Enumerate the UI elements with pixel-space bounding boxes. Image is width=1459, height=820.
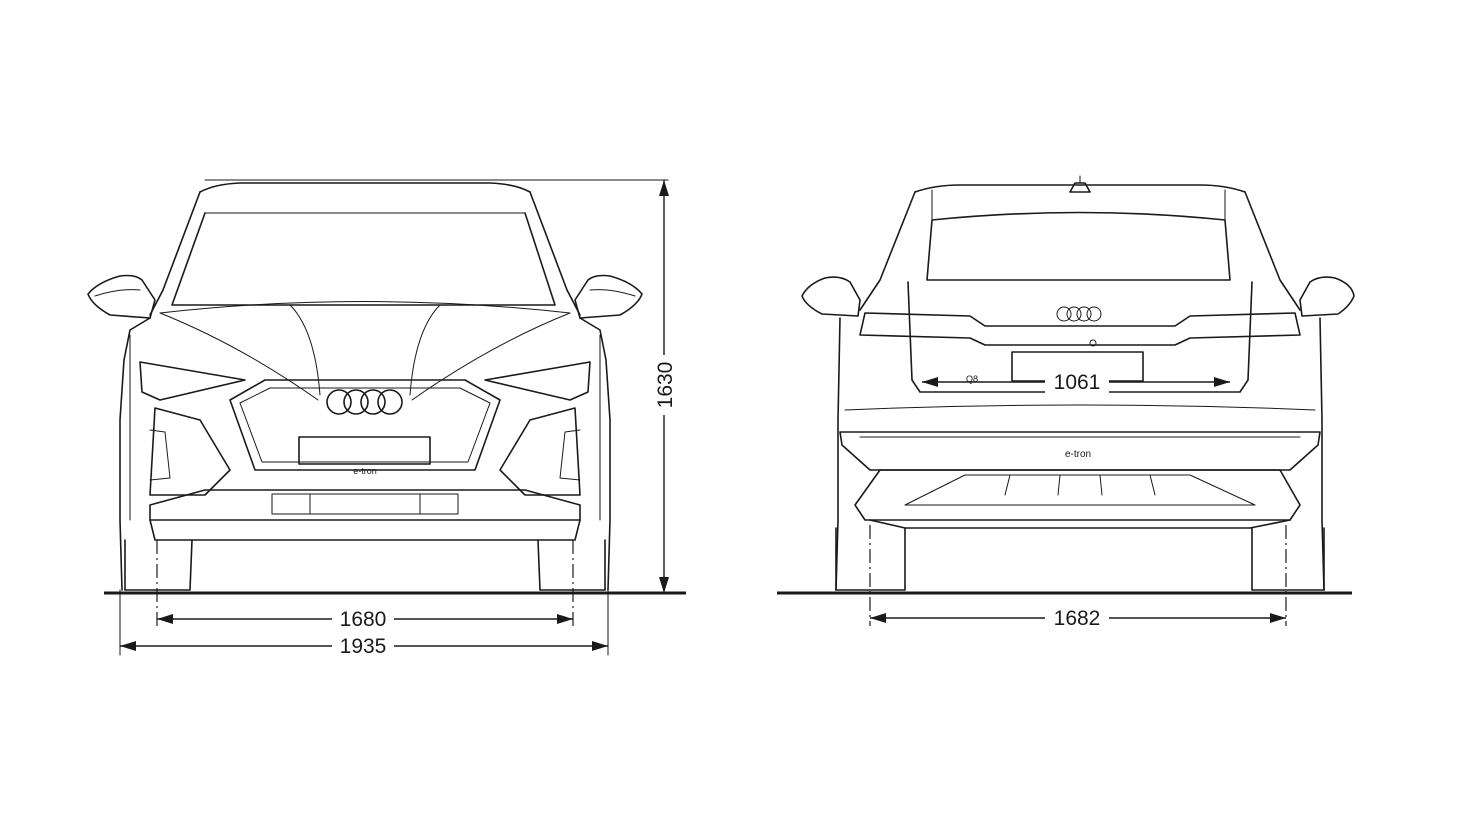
rear-model-badge: Q8	[966, 374, 978, 384]
rear-bumper	[839, 431, 1321, 471]
front-track-label: 1680	[340, 608, 387, 631]
front-roof-outline	[199, 182, 531, 193]
rear-camera-icon	[1089, 339, 1097, 347]
front-right-air-intake	[499, 407, 581, 496]
front-right-headlight	[484, 361, 591, 401]
front-hood	[159, 301, 571, 314]
front-view: e-tron 1630 1680	[87, 179, 686, 658]
front-body-right-side	[579, 317, 611, 591]
rear-etron-badge: e-tron	[1065, 449, 1091, 460]
rear-left-tire	[835, 527, 906, 591]
overall-width-label: 1935	[340, 635, 387, 658]
rear-audi-rings-logo	[1056, 306, 1102, 322]
front-grille	[229, 379, 501, 471]
front-audi-rings-logo	[326, 389, 403, 415]
rear-right-tire	[1251, 527, 1325, 591]
rear-light-bar	[859, 312, 1301, 346]
rear-body-left-side	[835, 317, 841, 591]
rear-track-label: 1682	[1054, 607, 1101, 630]
front-etron-badge: e-tron	[353, 466, 377, 476]
front-body-left-side	[119, 317, 151, 591]
overall-height-label: 1630	[654, 362, 677, 409]
front-right-tire	[537, 539, 606, 591]
front-license-plate	[298, 436, 431, 465]
front-left-tire	[124, 539, 193, 591]
rear-left-mirror	[801, 276, 861, 317]
rear-view: Q8 e-tron 1061 1682	[777, 175, 1355, 630]
front-windshield	[171, 212, 556, 306]
front-left-air-intake	[149, 407, 231, 496]
front-left-headlight	[139, 361, 246, 401]
rear-window	[926, 211, 1231, 281]
rear-roof-antenna	[1069, 182, 1091, 193]
front-left-mirror	[87, 274, 156, 319]
rear-body-right-side	[1319, 317, 1325, 591]
rear-right-mirror	[1299, 276, 1355, 317]
front-right-mirror	[574, 274, 643, 319]
rear-roof-outline	[914, 184, 1246, 193]
tailgate-width-label: 1061	[1054, 371, 1101, 394]
